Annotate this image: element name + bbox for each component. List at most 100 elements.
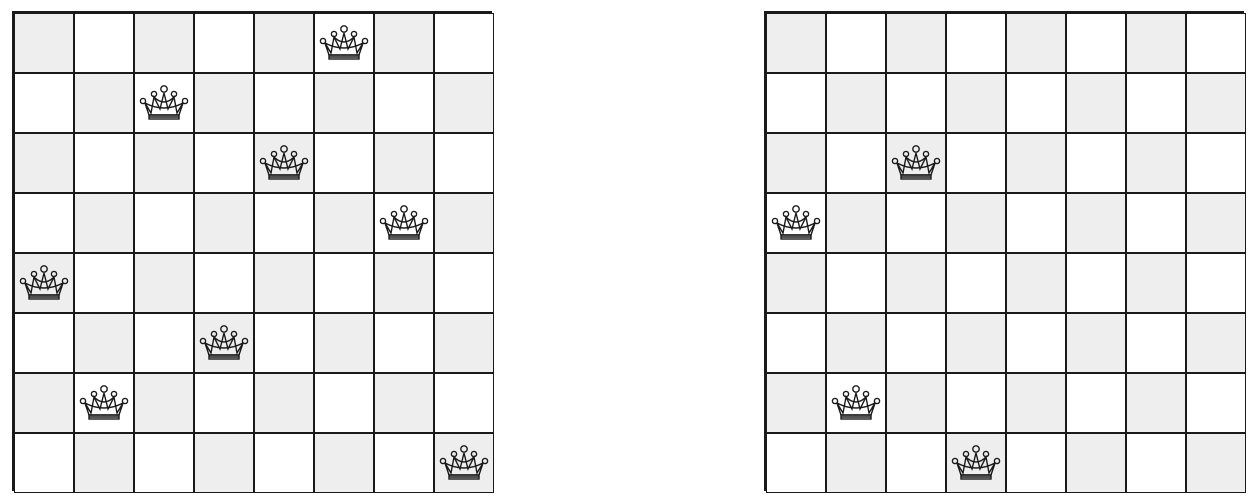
square-r1-c5[interactable] (1006, 13, 1066, 73)
square-r1-c2[interactable] (826, 13, 886, 73)
square-r2-c7[interactable] (374, 73, 434, 133)
square-r1-c4[interactable] (946, 13, 1006, 73)
square-r8-c1[interactable] (14, 433, 74, 493)
square-r5-c1[interactable] (14, 253, 74, 313)
square-r4-c4[interactable] (194, 193, 254, 253)
square-r3-c3[interactable] (886, 133, 946, 193)
square-r6-c8[interactable] (434, 313, 494, 373)
square-r6-c5[interactable] (254, 313, 314, 373)
square-r4-c2[interactable] (74, 193, 134, 253)
square-r8-c2[interactable] (826, 433, 886, 493)
square-r6-c3[interactable] (134, 313, 194, 373)
square-r8-c3[interactable] (134, 433, 194, 493)
square-r7-c3[interactable] (886, 373, 946, 433)
square-r4-c1[interactable] (14, 193, 74, 253)
square-r4-c8[interactable] (1186, 193, 1246, 253)
square-r3-c4[interactable] (194, 133, 254, 193)
square-r7-c8[interactable] (1186, 373, 1246, 433)
square-r5-c8[interactable] (1186, 253, 1246, 313)
square-r8-c4[interactable] (194, 433, 254, 493)
square-r1-c1[interactable] (766, 13, 826, 73)
square-r2-c6[interactable] (1066, 73, 1126, 133)
square-r3-c4[interactable] (946, 133, 1006, 193)
square-r1-c1[interactable] (14, 13, 74, 73)
square-r2-c4[interactable] (946, 73, 1006, 133)
square-r6-c6[interactable] (314, 313, 374, 373)
square-r1-c4[interactable] (194, 13, 254, 73)
square-r2-c3[interactable] (134, 73, 194, 133)
square-r8-c7[interactable] (1126, 433, 1186, 493)
square-r3-c6[interactable] (1066, 133, 1126, 193)
square-r7-c7[interactable] (374, 373, 434, 433)
square-r3-c2[interactable] (74, 133, 134, 193)
square-r4-c6[interactable] (314, 193, 374, 253)
square-r7-c3[interactable] (134, 373, 194, 433)
square-r6-c7[interactable] (1126, 313, 1186, 373)
square-r6-c4[interactable] (946, 313, 1006, 373)
square-r8-c8[interactable] (434, 433, 494, 493)
square-r7-c5[interactable] (1006, 373, 1066, 433)
square-r2-c1[interactable] (766, 73, 826, 133)
square-r7-c4[interactable] (946, 373, 1006, 433)
square-r4-c7[interactable] (1126, 193, 1186, 253)
square-r4-c8[interactable] (434, 193, 494, 253)
square-r1-c5[interactable] (254, 13, 314, 73)
square-r8-c1[interactable] (766, 433, 826, 493)
square-r4-c5[interactable] (254, 193, 314, 253)
square-r6-c7[interactable] (374, 313, 434, 373)
square-r5-c8[interactable] (434, 253, 494, 313)
square-r1-c8[interactable] (434, 13, 494, 73)
square-r8-c5[interactable] (254, 433, 314, 493)
square-r1-c2[interactable] (74, 13, 134, 73)
square-r4-c3[interactable] (134, 193, 194, 253)
square-r6-c2[interactable] (826, 313, 886, 373)
square-r3-c8[interactable] (434, 133, 494, 193)
square-r5-c4[interactable] (946, 253, 1006, 313)
square-r5-c5[interactable] (254, 253, 314, 313)
square-r5-c2[interactable] (74, 253, 134, 313)
square-r1-c7[interactable] (1126, 13, 1186, 73)
square-r7-c7[interactable] (1126, 373, 1186, 433)
square-r4-c3[interactable] (886, 193, 946, 253)
square-r4-c7[interactable] (374, 193, 434, 253)
square-r6-c4[interactable] (194, 313, 254, 373)
square-r3-c3[interactable] (134, 133, 194, 193)
square-r2-c4[interactable] (194, 73, 254, 133)
square-r1-c7[interactable] (374, 13, 434, 73)
square-r3-c1[interactable] (766, 133, 826, 193)
square-r3-c8[interactable] (1186, 133, 1246, 193)
square-r2-c1[interactable] (14, 73, 74, 133)
square-r5-c6[interactable] (314, 253, 374, 313)
square-r2-c8[interactable] (1186, 73, 1246, 133)
square-r4-c1[interactable] (766, 193, 826, 253)
square-r7-c8[interactable] (434, 373, 494, 433)
square-r6-c8[interactable] (1186, 313, 1246, 373)
square-r7-c2[interactable] (826, 373, 886, 433)
square-r2-c5[interactable] (1006, 73, 1066, 133)
square-r1-c3[interactable] (886, 13, 946, 73)
square-r8-c8[interactable] (1186, 433, 1246, 493)
square-r3-c5[interactable] (1006, 133, 1066, 193)
square-r6-c1[interactable] (766, 313, 826, 373)
square-r7-c1[interactable] (14, 373, 74, 433)
square-r8-c6[interactable] (314, 433, 374, 493)
square-r5-c2[interactable] (826, 253, 886, 313)
square-r4-c4[interactable] (946, 193, 1006, 253)
square-r2-c2[interactable] (74, 73, 134, 133)
square-r8-c7[interactable] (374, 433, 434, 493)
square-r1-c6[interactable] (314, 13, 374, 73)
square-r7-c6[interactable] (314, 373, 374, 433)
square-r7-c1[interactable] (766, 373, 826, 433)
square-r5-c5[interactable] (1006, 253, 1066, 313)
square-r8-c5[interactable] (1006, 433, 1066, 493)
square-r7-c4[interactable] (194, 373, 254, 433)
square-r8-c3[interactable] (886, 433, 946, 493)
square-r5-c6[interactable] (1066, 253, 1126, 313)
square-r2-c5[interactable] (254, 73, 314, 133)
square-r1-c6[interactable] (1066, 13, 1126, 73)
square-r3-c7[interactable] (374, 133, 434, 193)
square-r8-c2[interactable] (74, 433, 134, 493)
square-r2-c3[interactable] (886, 73, 946, 133)
square-r3-c6[interactable] (314, 133, 374, 193)
square-r3-c7[interactable] (1126, 133, 1186, 193)
